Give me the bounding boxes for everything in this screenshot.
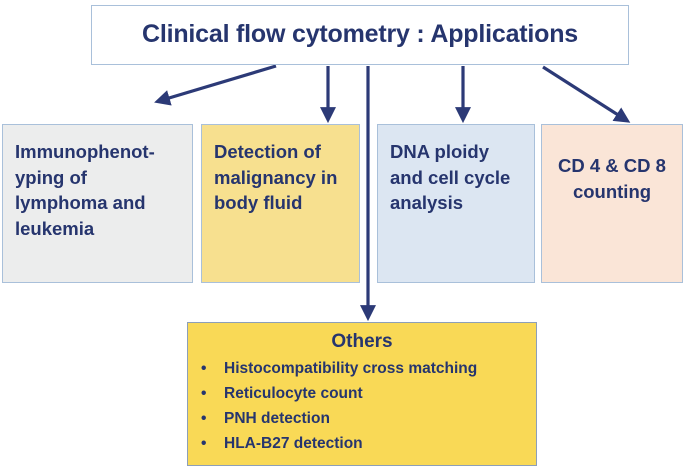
bullet-icon: • [201, 435, 207, 453]
arrow-to-cd-counting [542, 65, 631, 123]
arrow-to-immunophenotyping [154, 64, 277, 106]
application-label-cd-counting: CD 4 & CD 8 counting [558, 155, 666, 202]
list-item-label: HLA-B27 detection [224, 435, 363, 453]
title-box: Clinical flow cytometry : Applications [91, 5, 629, 65]
bullet-icon: • [201, 360, 207, 377]
list-item-label: PNH detection [224, 410, 330, 428]
application-box-cd-counting: CD 4 & CD 8 counting [541, 124, 683, 283]
others-bullet-list: • Histocompatibility cross matching • Re… [188, 356, 536, 456]
bullet-icon: • [201, 410, 207, 428]
others-box: Others • Histocompatibility cross matchi… [187, 322, 537, 466]
others-heading: Others [331, 331, 393, 352]
application-box-dna-ploidy: DNA ploidy and cell cycle analysis [377, 124, 535, 283]
list-item: • Histocompatibility cross matching [198, 356, 536, 381]
application-label-dna-ploidy: DNA ploidy and cell cycle analysis [390, 141, 511, 214]
application-box-immunophenotyping: Immunophenot-yping of lymphoma and leuke… [2, 124, 193, 283]
list-item-label: Reticulocyte count [224, 385, 363, 403]
application-box-malignancy: Detection of malignancy in body fluid [201, 124, 360, 283]
page-title: Clinical flow cytometry : Applications [142, 20, 578, 49]
bullet-icon: • [201, 385, 207, 403]
list-item: • Reticulocyte count [198, 381, 536, 406]
list-item: • PNH detection [198, 406, 536, 431]
list-item: • HLA-B27 detection [198, 431, 536, 456]
application-label-malignancy: Detection of malignancy in body fluid [214, 141, 338, 214]
application-label-immunophenotyping: Immunophenot-yping of lymphoma and leuke… [15, 141, 155, 239]
list-item-label: Histocompatibility cross matching [224, 360, 478, 377]
